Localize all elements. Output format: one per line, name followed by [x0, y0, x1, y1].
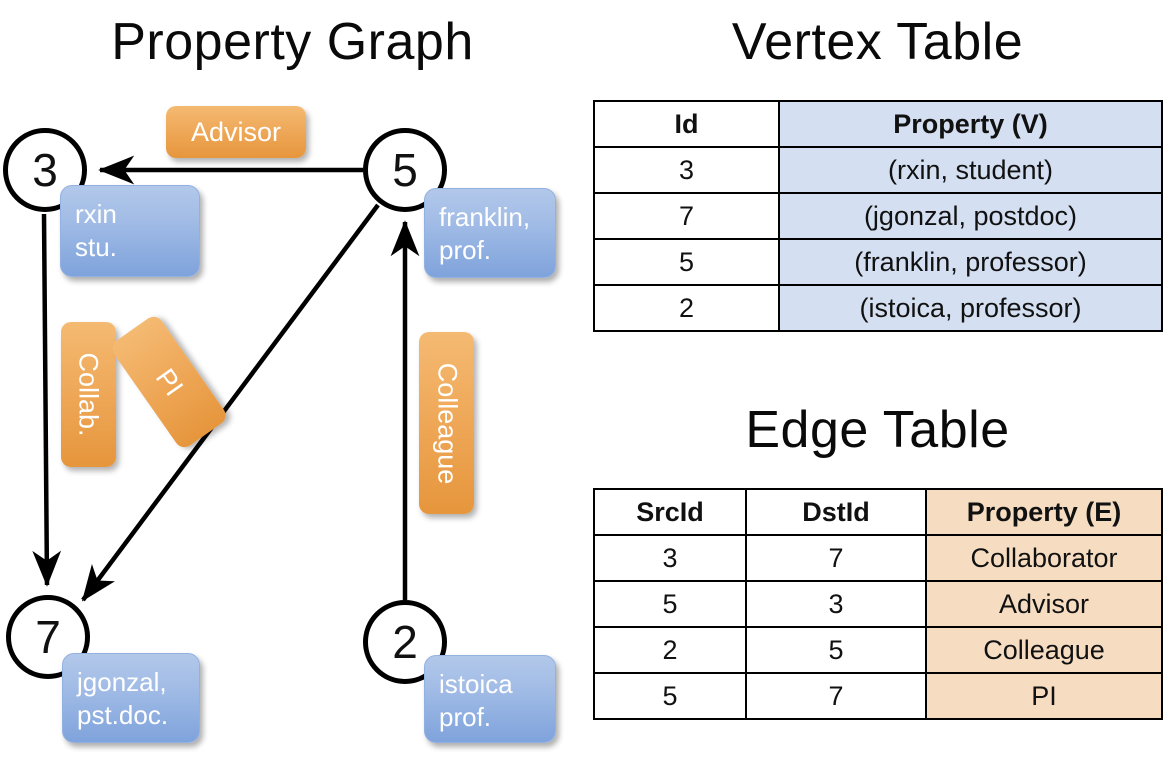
edge-cell-dstid: 3: [745, 580, 927, 628]
edge-cell-property: Advisor: [925, 580, 1163, 628]
edge-label-advisor: Advisor: [166, 106, 306, 158]
node-property-line-2: prof.: [439, 702, 492, 733]
edge-label-colleague: Colleague: [419, 332, 474, 514]
graph-node-2-label: 2: [392, 616, 418, 668]
graph-node-3-label: 3: [32, 144, 58, 196]
edge-3-to-7: [32, 213, 62, 587]
vertex-cell-id: 7: [593, 192, 780, 240]
edge-cell-srcid: 2: [593, 626, 747, 674]
node-property-line-2: prof.: [439, 235, 492, 266]
node-property-line-1: rxin: [75, 199, 117, 229]
table-row[interactable]: 3 (rxin, student): [593, 146, 1163, 194]
vertex-cell-property: (jgonzal, postdoc): [778, 192, 1163, 240]
edge-cell-srcid: 5: [593, 672, 747, 720]
table-row[interactable]: 7 (jgonzal, postdoc): [593, 192, 1163, 240]
node-property-box-2: istoica prof.: [424, 655, 556, 743]
page-title-edge-table: Edge Table: [745, 401, 1010, 459]
page-title-property-graph: Property Graph: [111, 13, 474, 71]
graph-node-5-label: 5: [392, 144, 418, 196]
node-property-line-2: pst.doc.: [77, 700, 169, 731]
vertex-cell-property: (rxin, student): [778, 146, 1163, 194]
edge-cell-dstid: 7: [745, 672, 927, 720]
edge-cell-dstid: 5: [745, 626, 927, 674]
page-title-vertex-table: Vertex Table: [731, 13, 1024, 71]
edge-table-header-srcid: SrcId: [593, 488, 747, 536]
vertex-cell-id: 3: [593, 146, 780, 194]
table-row[interactable]: 2 (istoica, professor): [593, 284, 1163, 332]
edge-label-collab: Collab.: [61, 322, 116, 467]
edge-cell-srcid: 5: [593, 580, 747, 628]
graph-node-2[interactable]: 2: [363, 600, 447, 684]
edge-cell-property: Collaborator: [925, 534, 1163, 582]
graph-edges-layer: [32, 155, 420, 602]
table-row[interactable]: 5 3 Advisor: [593, 580, 1163, 628]
edge-label-advisor-text: Advisor: [190, 116, 282, 147]
node-property-line-1: franklin,: [439, 202, 531, 232]
vertex-cell-id: 5: [593, 238, 780, 286]
edge-table-header-dstid: DstId: [745, 488, 927, 536]
node-property-box-5: franklin, prof.: [424, 188, 556, 278]
edge-table: SrcId DstId Property (E) 3 7 Collaborato…: [593, 488, 1163, 720]
graph-node-5[interactable]: 5: [363, 128, 447, 212]
table-row[interactable]: 2 5 Colleague: [593, 626, 1163, 674]
vertex-cell-property: (franklin, professor): [778, 238, 1163, 286]
edge-label-pi-text: PI: [149, 362, 190, 401]
edge-5-to-7: [81, 203, 380, 602]
edge-label-colleague-text: Colleague: [432, 362, 462, 484]
vertex-table-header-row: Id Property (V): [593, 100, 1163, 148]
table-row[interactable]: 3 7 Collaborator: [593, 534, 1163, 582]
node-property-box-7: jgonzal, pst.doc.: [62, 653, 200, 743]
edge-cell-dstid: 7: [745, 534, 927, 582]
graph-node-7-label: 7: [35, 611, 61, 663]
node-property-line-1: istoica: [439, 669, 513, 699]
edge-cell-property: Colleague: [925, 626, 1163, 674]
vertex-table-header-property: Property (V): [778, 100, 1163, 148]
table-row[interactable]: 5 (franklin, professor): [593, 238, 1163, 286]
vertex-cell-id: 2: [593, 284, 780, 332]
edge-cell-property: PI: [925, 672, 1163, 720]
property-graph-panel: Property Graph 3 5 7 2 rxin stu. frankli…: [3, 13, 556, 743]
edge-table-header-row: SrcId DstId Property (E): [593, 488, 1163, 536]
vertex-table-header-id: Id: [593, 100, 780, 148]
edge-label-collab-text: Collab.: [74, 352, 105, 437]
table-row[interactable]: 5 7 PI: [593, 672, 1163, 720]
node-property-box-3: rxin stu.: [60, 185, 200, 277]
node-property-line-2: stu.: [75, 232, 117, 263]
node-property-line-1: jgonzal,: [77, 667, 167, 697]
edge-cell-srcid: 3: [593, 534, 747, 582]
edge-table-header-property: Property (E): [925, 488, 1163, 536]
vertex-table: Id Property (V) 3 (rxin, student) 7 (jgo…: [593, 100, 1163, 332]
vertex-cell-property: (istoica, professor): [778, 284, 1163, 332]
